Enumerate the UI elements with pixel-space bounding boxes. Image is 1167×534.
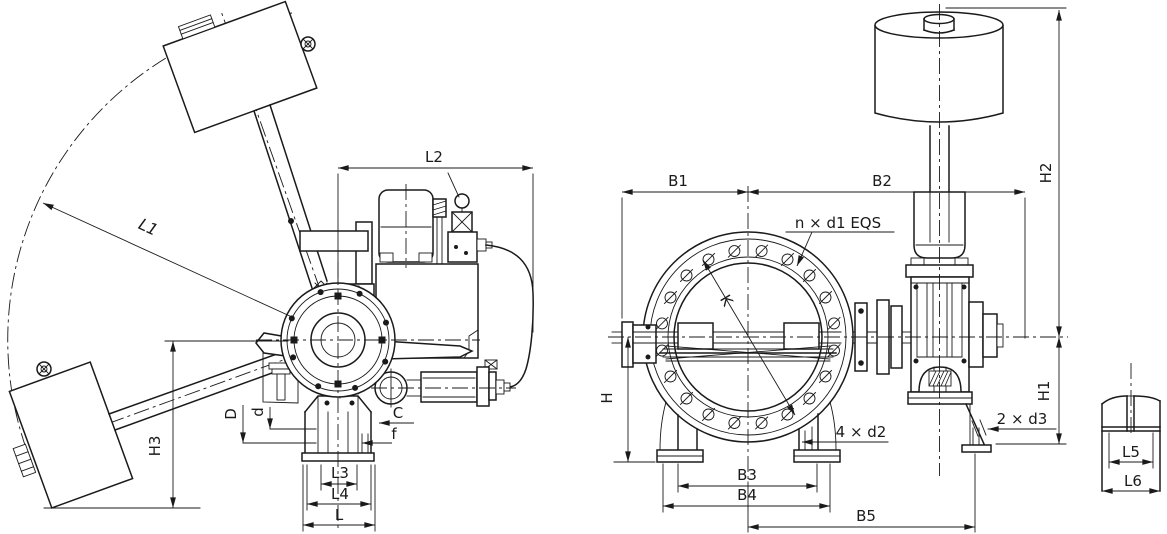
dim-label-h3: H3 xyxy=(146,436,164,457)
dim-label-l3: L3 xyxy=(331,464,349,482)
hydraulic-cylinder xyxy=(406,359,511,407)
dim-label-f: f xyxy=(391,425,397,443)
dim-label-l: L xyxy=(335,506,344,524)
hydraulic-power-unit xyxy=(375,172,534,388)
dim-label-h2: H2 xyxy=(1037,163,1055,184)
dim-label-b5: B5 xyxy=(856,507,876,525)
lever-arm-upper xyxy=(253,104,330,298)
dim-label-c: C xyxy=(393,404,403,422)
lever-arm-lower xyxy=(108,349,295,431)
dim-label-b1: B1 xyxy=(668,172,688,190)
dim-label-l2: L2 xyxy=(425,148,443,166)
side-view-dimensions: L1 L2 H3 D d C f L3 L4 L xyxy=(42,148,534,532)
dim-label-shaft-d-minor: d xyxy=(249,407,267,417)
shaft-end-cap xyxy=(611,321,657,368)
dim-label-b4: B4 xyxy=(737,486,757,504)
front-view: B1 B2 n × d1 EQS K 4 × d2 B3 B4 B5 H H2 … xyxy=(598,4,1068,533)
counterweight-upper xyxy=(162,0,318,134)
dim-label-b3: B3 xyxy=(737,466,757,484)
side-view: L1 L2 H3 D d C f L3 L4 L xyxy=(7,0,534,532)
valve-feet xyxy=(656,401,841,463)
counterweight-lower xyxy=(8,361,134,509)
dim-label-shaft-d-major: D xyxy=(222,408,240,420)
dim-label-outrigger-holes: 2 × d3 xyxy=(997,410,1048,428)
dim-label-b2: B2 xyxy=(872,172,892,190)
bracket-detail-view: L5 L6 xyxy=(1100,363,1162,494)
actuator-assembly xyxy=(852,11,1004,453)
dim-label-bolt-pattern: n × d1 EQS xyxy=(795,214,881,232)
dim-label-h: H xyxy=(598,392,616,403)
dim-label-l1: L1 xyxy=(136,214,161,239)
dim-label-l5: L5 xyxy=(1122,443,1140,461)
dim-label-l6: L6 xyxy=(1124,472,1142,490)
dim-label-l4: L4 xyxy=(331,485,349,503)
bracket-detail-dimensions: L5 L6 xyxy=(1102,432,1160,494)
dim-label-foot-holes: 4 × d2 xyxy=(836,423,887,441)
dim-label-h1: H1 xyxy=(1035,381,1053,402)
